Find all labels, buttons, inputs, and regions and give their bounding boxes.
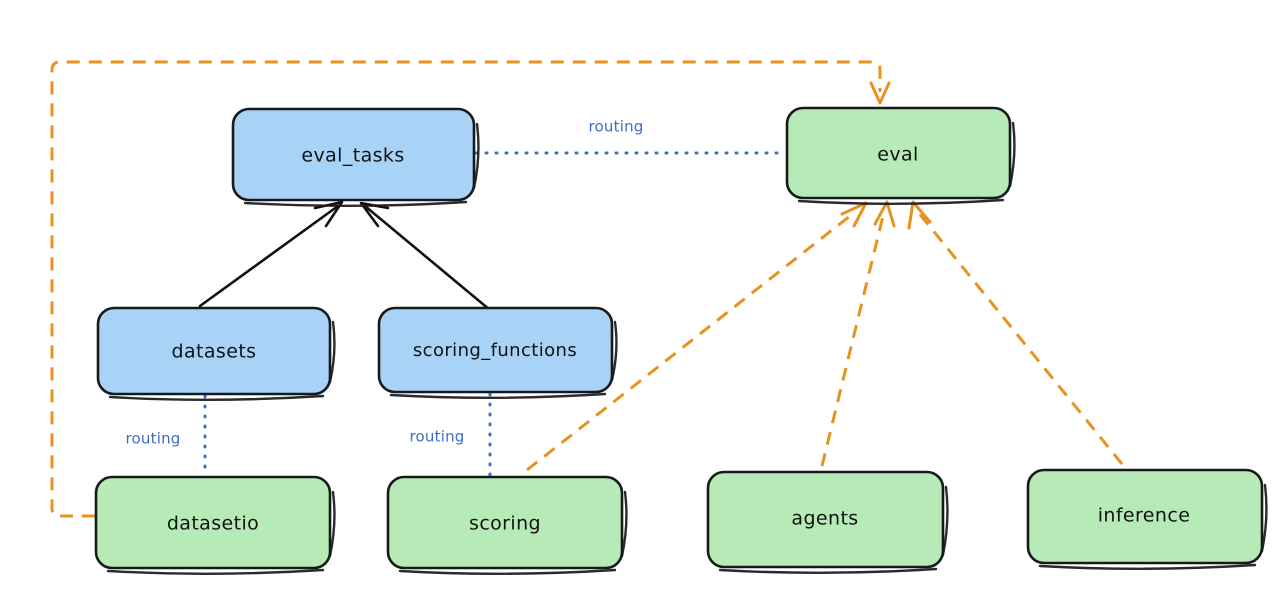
node-label-eval: eval (877, 144, 918, 166)
edge-label-layer: routing routing routing (126, 118, 644, 448)
node-scoring[interactable]: scoring (386, 475, 628, 575)
edge-label-routing-datasets-datasetio: routing (126, 430, 181, 448)
edge-inference-eval (907, 200, 1124, 465)
node-label-scoring-functions: scoring_functions (413, 340, 577, 361)
node-datasetio[interactable]: datasetio (94, 475, 336, 575)
node-layer: eval_tasks eval datasets scor (94, 106, 1268, 575)
edge-agents-eval (820, 200, 896, 467)
node-inference[interactable]: inference (1026, 468, 1268, 570)
node-label-datasetio: datasetio (167, 513, 259, 535)
node-eval[interactable]: eval (785, 106, 1016, 205)
edge-layer (50, 60, 1124, 518)
edge-label-routing-eval-tasks-eval: routing (589, 118, 644, 136)
node-agents[interactable]: agents (706, 470, 949, 574)
edge-datasetio-eval (50, 60, 891, 518)
node-eval-tasks[interactable]: eval_tasks (231, 107, 480, 207)
edge-datasets-eval_tasks (198, 200, 344, 308)
node-label-scoring: scoring (469, 513, 541, 535)
node-label-datasets: datasets (172, 341, 257, 363)
node-label-eval-tasks: eval_tasks (301, 145, 404, 167)
node-datasets[interactable]: datasets (96, 306, 336, 401)
node-label-agents: agents (791, 508, 858, 530)
node-scoring-functions[interactable]: scoring_functions (377, 306, 618, 399)
edge-label-routing-scoring-functions-scoring: routing (410, 428, 465, 446)
edge-scoring_functions-eval_tasks (359, 201, 492, 312)
node-label-inference: inference (1098, 505, 1191, 527)
